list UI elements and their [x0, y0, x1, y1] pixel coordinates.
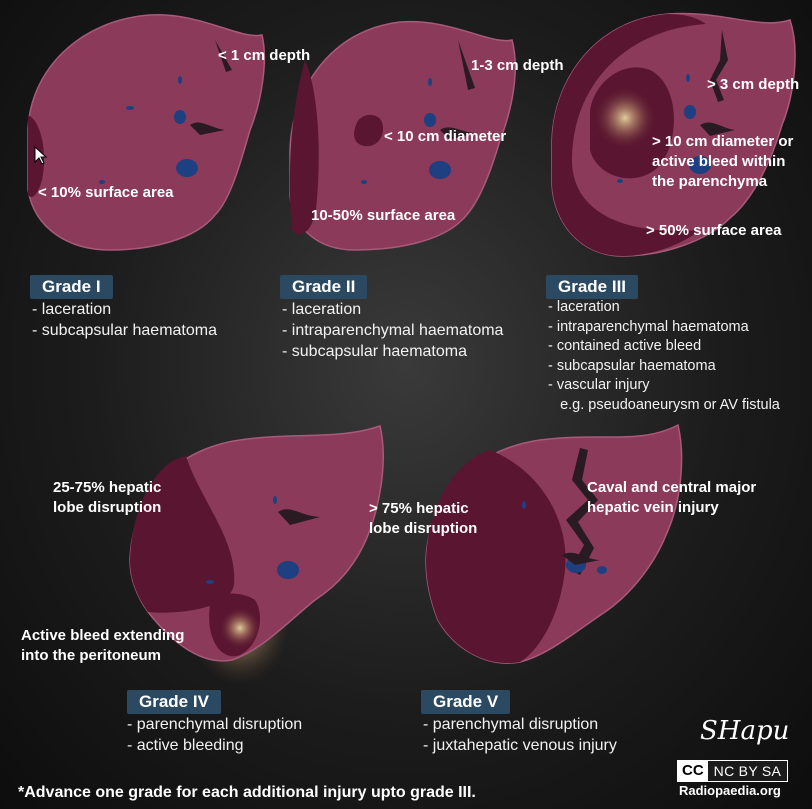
annotation-vein-g5-line1: Caval and central major [587, 479, 757, 496]
annotation-depth-g1: < 1 cm depth [218, 47, 311, 64]
feature-item: - subcapsular haematoma [282, 343, 467, 360]
liver-grade-4 [129, 425, 384, 662]
site-credit: Radiopaedia.org [679, 783, 781, 798]
grade-2-badge: Grade II [280, 275, 368, 299]
active-bleed-glow [595, 88, 655, 148]
annotation-bleed-g4-line2: into the peritoneum [21, 647, 161, 664]
liver-grade-2 [289, 20, 516, 251]
feature-item: - intraparenchymal haematoma [548, 318, 749, 335]
feature-item: - laceration [548, 299, 620, 315]
license-badge: CC NC BY SA [677, 760, 789, 782]
mouse-cursor-icon [34, 146, 48, 165]
liver-grade-5 [425, 423, 683, 664]
liver-grade-3 [551, 12, 796, 257]
annotation-bleed-g4-line1: Active bleed extending [21, 627, 185, 644]
annotation-diameter-g3-line2: active bleed within [652, 153, 786, 170]
grade-4-badge: Grade IV [127, 690, 221, 714]
feature-item: - subcapsular haematoma [548, 357, 716, 374]
footnote: *Advance one grade for each additional i… [18, 784, 476, 801]
grade-1-features: - laceration - subcapsular haematoma [32, 299, 217, 341]
vessel [174, 110, 186, 124]
feature-item: e.g. pseudoaneurysm or AV fistula [548, 396, 780, 413]
feature-item: - parenchymal disruption [127, 716, 303, 733]
feature-item: - active bleeding [127, 737, 244, 754]
feature-item: - intraparenchymal haematoma [282, 322, 504, 339]
feature-item: - parenchymal disruption [423, 716, 599, 733]
grade-2-features: - laceration - intraparenchymal haematom… [282, 299, 503, 362]
venous-injury-tear [566, 448, 598, 575]
annotation-surface-g2: 10-50% surface area [311, 207, 456, 224]
laceration [215, 40, 232, 72]
intraparenchymal-haematoma [354, 114, 384, 147]
annotation-lobe-g5-line1: > 75% hepatic [369, 500, 469, 517]
feature-item: - laceration [282, 301, 362, 318]
grade-5-badge: Grade V [421, 690, 511, 714]
author-signature: SHapu [700, 716, 790, 746]
annotation-surface-g3: > 50% surface area [646, 222, 782, 239]
grade-3-badge: Grade III [546, 275, 639, 299]
annotation-surface-g1: < 10% surface area [38, 184, 174, 201]
cc-icon: CC [678, 761, 708, 781]
annotation-diameter-g2: < 10 cm diameter [384, 128, 507, 145]
annotation-lobe-g5-line2: lobe disruption [369, 520, 478, 537]
feature-item: - subcapsular haematoma [32, 322, 217, 339]
feature-item: - vascular injury [548, 377, 650, 393]
annotation-diameter-g3-line1: > 10 cm diameter or [652, 133, 794, 150]
license-terms: NC BY SA [707, 761, 788, 781]
annotation-lobe-g4-line1: 25-75% hepatic [53, 479, 162, 496]
liver-grade-1 [27, 14, 266, 251]
grade-3-features: - laceration - intraparenchymal haematom… [548, 298, 780, 415]
annotation-diameter-g3-line3: the parenchyma [652, 173, 768, 190]
annotation-depth-g2: 1-3 cm depth [471, 57, 564, 74]
grade-1-badge: Grade I [30, 275, 113, 299]
annotation-lobe-g4-line2: lobe disruption [53, 499, 162, 516]
lobe-disruption [130, 456, 235, 613]
feature-item: - laceration [32, 301, 112, 318]
annotation-vein-g5-line2: hepatic vein injury [587, 499, 719, 516]
feature-item: - contained active bleed [548, 338, 702, 354]
grade-5-features: - parenchymal disruption - juxtahepatic … [423, 714, 617, 756]
feature-item: - juxtahepatic venous injury [423, 737, 617, 754]
grade-4-features: - parenchymal disruption - active bleedi… [127, 714, 302, 756]
annotation-depth-g3: > 3 cm depth [707, 76, 800, 93]
